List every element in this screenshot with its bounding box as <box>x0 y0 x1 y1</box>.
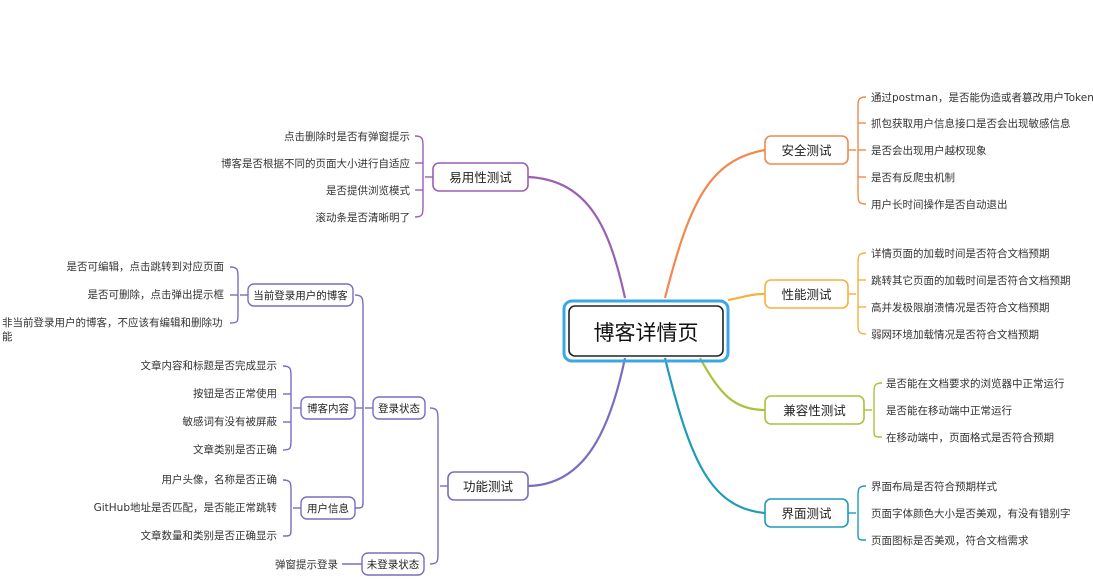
security-item: 通过postman，是否能伪造或者篡改用户Token <box>871 91 1093 104</box>
current-user-item: 是否可删除，点击弹出提示框 <box>88 288 225 301</box>
performance-item: 弱网环境加载情况是否符合文档预期 <box>871 328 1039 341</box>
node-logged-out[interactable]: 未登录状态 <box>361 552 425 576</box>
ui-items: 界面布局是否符合预期样式 页面字体颜色大小是否美观，有没有错别字 页面图标是否美… <box>871 480 1071 547</box>
node-security-label: 安全测试 <box>781 143 832 158</box>
content-item: 敏感词有没有被屏蔽 <box>183 415 278 428</box>
user-info-item: GitHub地址是否匹配，是否能正常跳转 <box>94 501 278 514</box>
node-logged-in[interactable]: 登录状态 <box>372 396 426 420</box>
security-brackets <box>848 96 867 205</box>
function-items: 是否可编辑，点击跳转到对应页面 是否可删除，点击弹出提示框 非当前登录用户的博客… <box>2 260 338 571</box>
usability-items: 点击删除时是否有弹窗提示 博客是否根据不同的页面大小进行自适应 是否提供浏览模式… <box>221 130 410 224</box>
node-performance-label: 性能测试 <box>781 287 832 302</box>
content-item: 文章类别是否正确 <box>193 443 277 456</box>
user-info-item: 用户头像，名称是否正确 <box>162 473 278 486</box>
node-logged-in-label: 登录状态 <box>378 402 420 415</box>
performance-items: 详情页面的加载时间是否符合文档预期 跳转其它页面的加载时间是否符合文档预期 高并… <box>871 247 1071 341</box>
connector-security <box>663 148 766 299</box>
node-ui-label: 界面测试 <box>781 506 832 521</box>
usability-item: 博客是否根据不同的页面大小进行自适应 <box>221 157 410 170</box>
connector-function <box>527 357 627 488</box>
main-connectors <box>527 148 766 515</box>
performance-brackets <box>848 252 867 335</box>
node-content[interactable]: 博客内容 <box>300 396 356 420</box>
connector-ui <box>663 357 766 515</box>
logged-out-item: 弹窗提示登录 <box>275 558 338 571</box>
compat-item: 是否能在移动端中正常运行 <box>886 404 1012 417</box>
usability-item: 点击删除时是否有弹窗提示 <box>284 130 410 143</box>
security-items: 通过postman，是否能伪造或者篡改用户Token 抓包获取用户信息接口是否会… <box>871 91 1093 211</box>
usability-brackets <box>414 135 433 218</box>
content-item: 按钮是否正常使用 <box>193 387 277 400</box>
node-performance[interactable]: 性能测试 <box>764 279 849 309</box>
compat-item: 在移动端中，页面格式是否符合预期 <box>886 431 1054 444</box>
current-user-item: 是否可编辑，点击跳转到对应页面 <box>67 260 225 273</box>
ui-item: 界面布局是否符合预期样式 <box>871 480 997 493</box>
center-node-label: 博客详情页 <box>594 321 699 345</box>
node-compat-label: 兼容性测试 <box>783 403 846 418</box>
node-security[interactable]: 安全测试 <box>764 135 849 165</box>
connector-performance <box>727 292 766 302</box>
compat-item: 是否能在文档要求的浏览器中正常运行 <box>886 377 1065 390</box>
performance-item: 跳转其它页面的加载时间是否符合文档预期 <box>871 274 1071 287</box>
performance-item: 详情页面的加载时间是否符合文档预期 <box>871 247 1050 260</box>
connector-usability <box>527 175 627 299</box>
node-function-label: 功能测试 <box>463 479 514 494</box>
node-usability[interactable]: 易用性测试 <box>432 162 529 192</box>
node-function[interactable]: 功能测试 <box>447 471 529 501</box>
current-user-item-wrap: 能 <box>2 330 13 343</box>
node-ui[interactable]: 界面测试 <box>764 498 849 528</box>
usability-item: 滚动条是否清晰明了 <box>316 211 411 224</box>
performance-item: 高并发极限崩溃情况是否符合文档预期 <box>871 301 1050 314</box>
node-logged-out-label: 未登录状态 <box>367 558 420 571</box>
sub-nodes: 登录状态 当前登录用户的博客 博客内容 用户信息 未登录状态 <box>247 283 426 576</box>
node-current-user-label: 当前登录用户的博客 <box>253 289 348 302</box>
center-node[interactable]: 博客详情页 <box>562 299 730 363</box>
ui-item: 页面字体颜色大小是否美观，有没有错别字 <box>871 507 1071 520</box>
compat-brackets <box>864 382 883 438</box>
branch-nodes: 安全测试 性能测试 兼容性测试 界面测试 易用性测试 功能测试 <box>432 135 865 528</box>
content-item: 文章内容和标题是否完成显示 <box>141 359 278 372</box>
node-user-info-label: 用户信息 <box>307 502 349 515</box>
current-user-item: 非当前登录用户的博客，不应该有编辑和删除功 <box>2 316 223 329</box>
function-brackets <box>229 266 448 565</box>
security-item: 是否有反爬虫机制 <box>871 171 955 184</box>
security-item: 抓包获取用户信息接口是否会出现敏感信息 <box>871 117 1071 130</box>
node-usability-label: 易用性测试 <box>449 170 512 185</box>
node-compat[interactable]: 兼容性测试 <box>764 395 865 425</box>
connector-compat <box>699 357 766 412</box>
node-user-info[interactable]: 用户信息 <box>300 496 356 520</box>
compat-items: 是否能在文档要求的浏览器中正常运行 是否能在移动端中正常运行 在移动端中，页面格… <box>886 377 1065 444</box>
user-info-item: 文章数量和类别是否正确显示 <box>141 529 278 542</box>
ui-brackets <box>848 485 867 541</box>
node-content-label: 博客内容 <box>307 402 349 415</box>
node-current-user[interactable]: 当前登录用户的博客 <box>247 283 354 307</box>
usability-item: 是否提供浏览模式 <box>326 184 410 197</box>
security-item: 是否会出现用户越权现象 <box>871 144 987 157</box>
security-item: 用户长时间操作是否自动退出 <box>871 198 1008 211</box>
ui-item: 页面图标是否美观，符合文档需求 <box>871 534 1029 547</box>
